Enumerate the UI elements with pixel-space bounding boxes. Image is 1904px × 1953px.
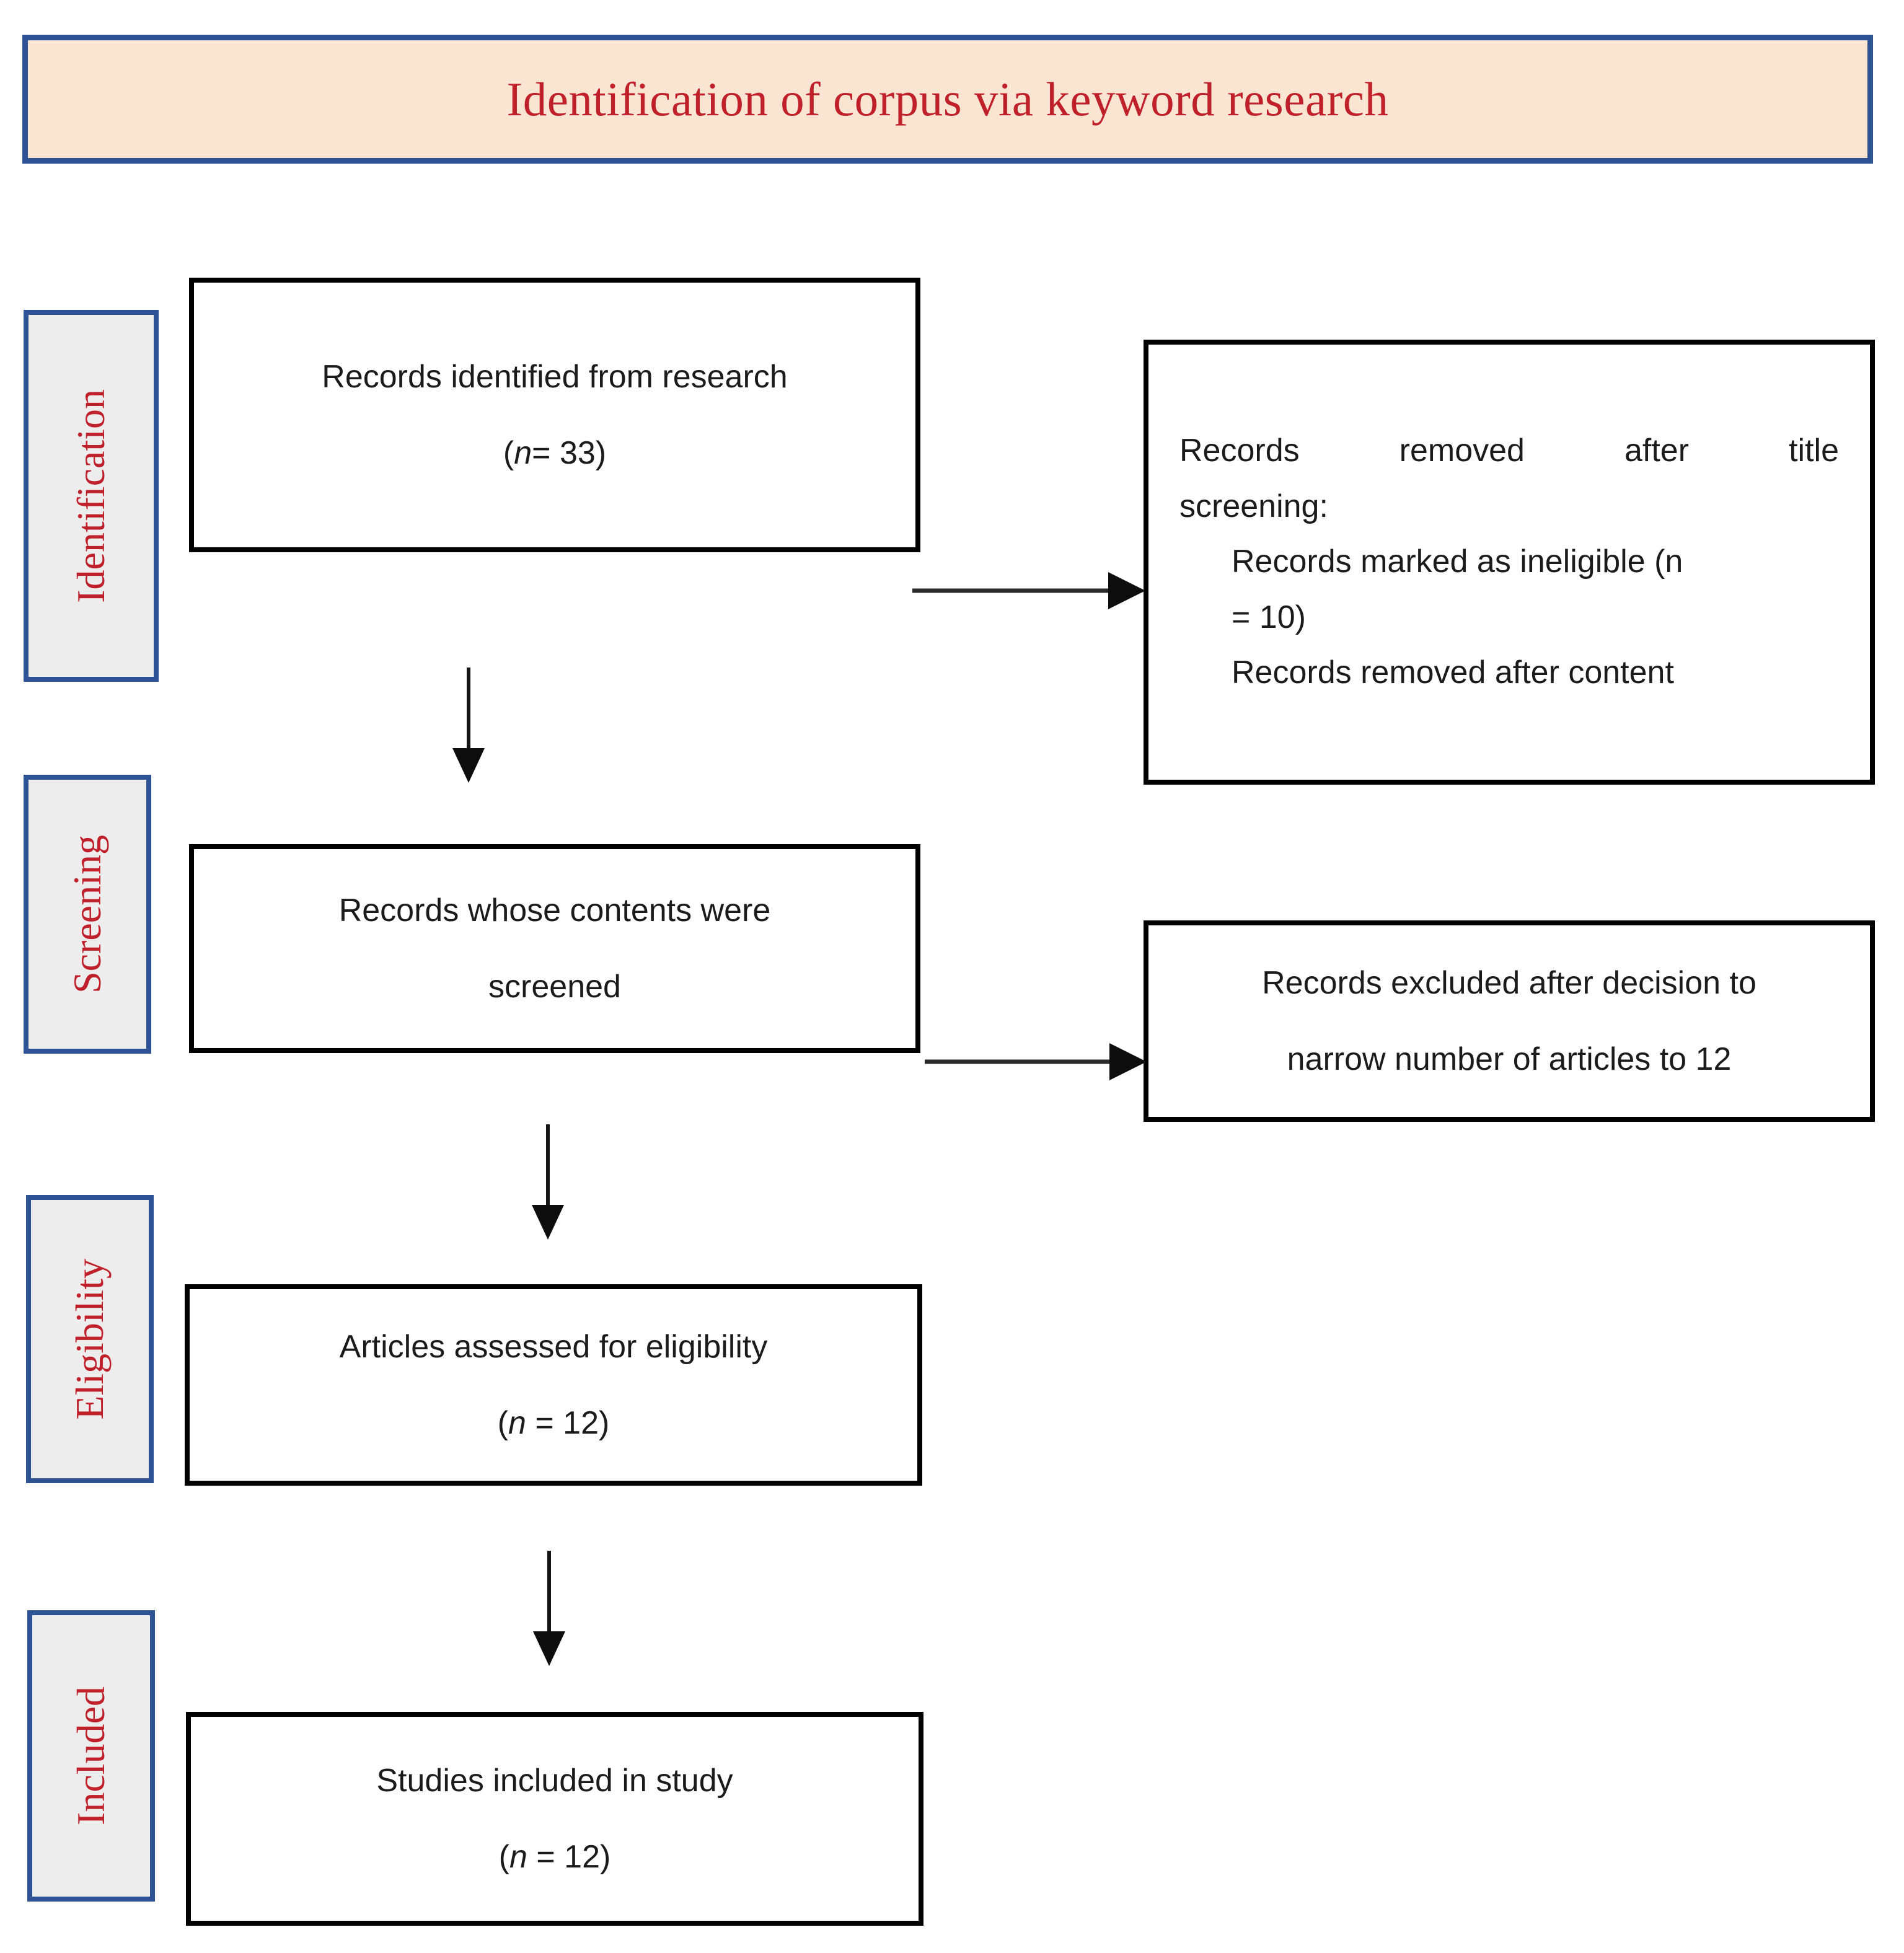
box-records-removed-title-line5: Records removed after content [1232,655,1674,691]
box-records-excluded-line1: Records excluded after decision to [1262,965,1756,1002]
box-records-screened: Records whose contents were screened [189,844,920,1053]
arrow-assessed-to-included [514,1550,589,1667]
stage-label-identification-text: Identification [69,389,113,603]
stage-label-eligibility: Eligibility [26,1195,154,1483]
box-records-removed-title-line3: Records marked as ineligible (n [1232,544,1683,580]
arrow-identified-to-removed-title [911,561,1153,620]
box-records-removed-title-line4: = 10) [1232,599,1306,635]
arrow-screened-to-excluded [923,1032,1153,1091]
arrow-screened-to-assessed [513,1123,588,1241]
arrow-identified-to-screened [434,666,508,784]
header-title: Identification of corpus via keyword res… [506,72,1389,126]
box-records-screened-line2: screened [488,968,621,1005]
box-records-excluded-line2: narrow number of articles to 12 [1287,1041,1732,1077]
stage-label-screening: Screening [24,775,151,1054]
box-studies-included: Studies included in study (n = 12) [186,1712,923,1926]
box-studies-included-line1: Studies included in study [376,1763,733,1799]
box-records-identified: Records identified from research (n= 33) [189,278,920,552]
box-records-identified-line2: (n= 33) [503,434,607,471]
stage-label-screening-text: Screening [65,835,109,994]
box-records-identified-line1: Records identified from research [322,359,788,395]
box-records-removed-title-line1: Records removed after title [1179,433,1839,469]
box-articles-assessed: Articles assessed for eligibility (n = 1… [185,1284,922,1486]
stage-label-included: Included [27,1610,155,1902]
box-records-excluded: Records excluded after decision to narro… [1144,920,1875,1122]
box-records-removed-title: Records removed after title screening: R… [1144,340,1875,785]
box-records-screened-line1: Records whose contents were [338,893,771,929]
box-records-removed-title-line2: screening: [1179,488,1328,524]
stage-label-eligibility-text: Eligibility [68,1258,112,1420]
header-banner: Identification of corpus via keyword res… [22,35,1873,164]
stage-label-identification: Identification [24,310,159,682]
box-articles-assessed-line2: (n = 12) [497,1404,610,1441]
box-studies-included-line2: (n = 12) [498,1838,611,1875]
box-articles-assessed-line1: Articles assessed for eligibility [339,1329,768,1365]
stage-label-included-text: Included [69,1686,113,1825]
